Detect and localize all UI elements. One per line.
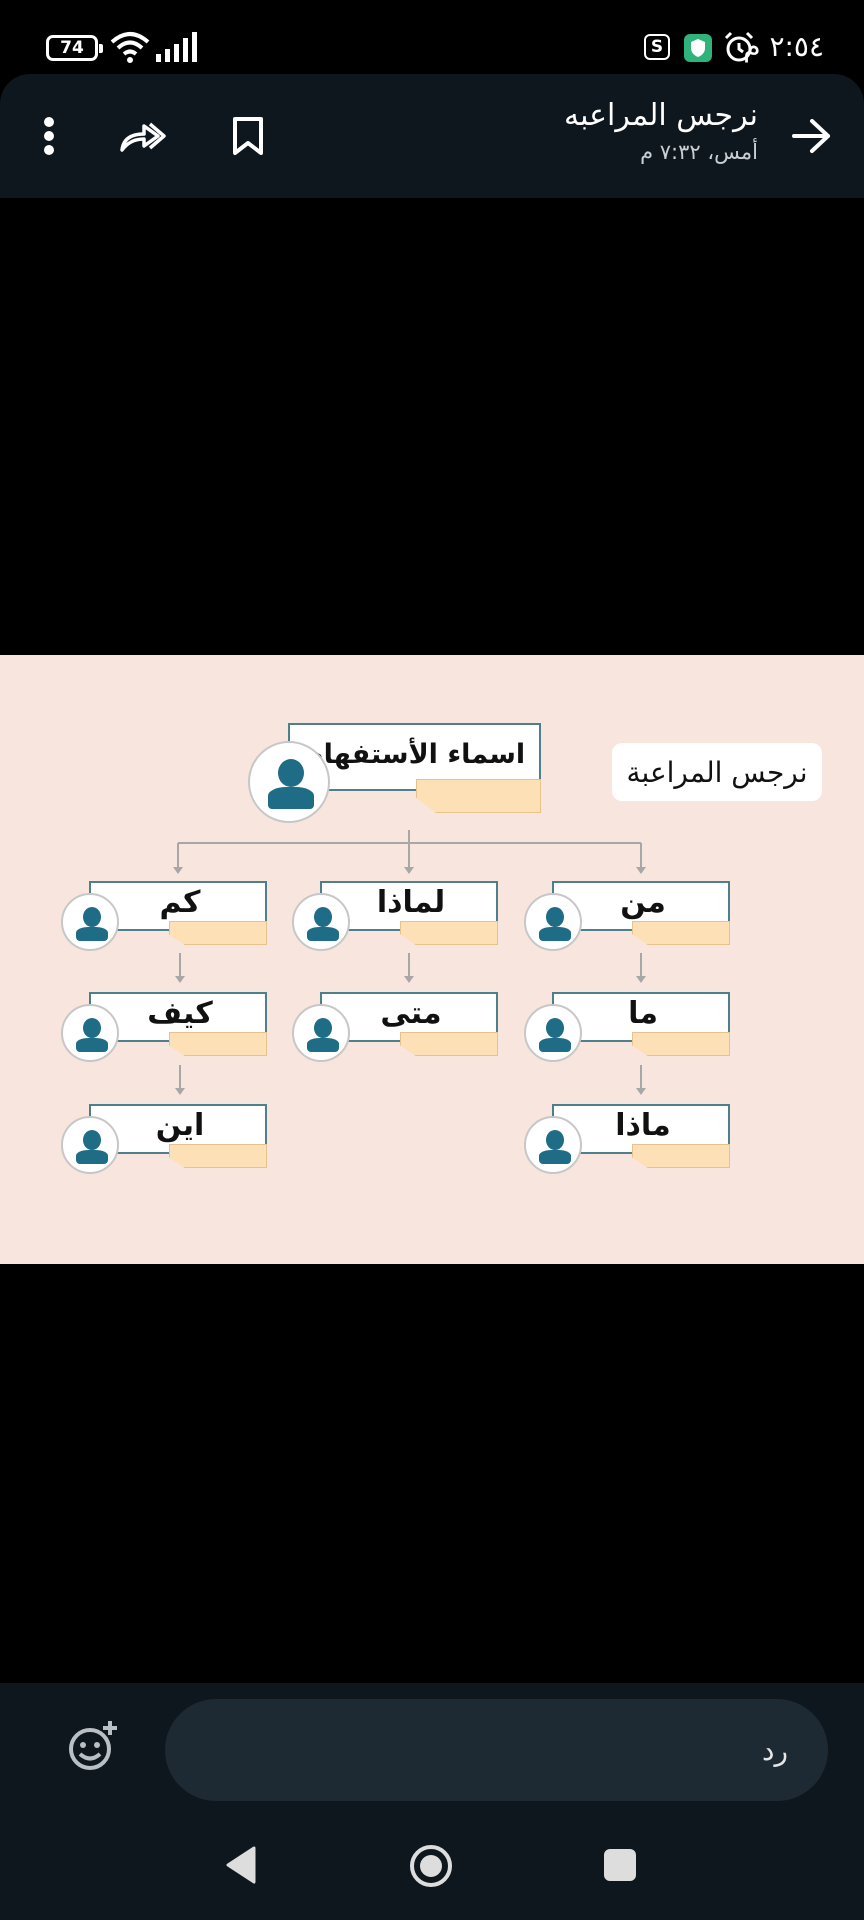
app-header: نرجس المراعبه أمس، ٧:٣٢ م bbox=[0, 74, 864, 198]
signal-icon bbox=[156, 32, 197, 62]
back-arrow-icon[interactable] bbox=[780, 104, 844, 168]
node-label: لماذا bbox=[376, 885, 446, 920]
node-label: كم bbox=[159, 885, 201, 920]
diagram-node: كيف bbox=[61, 992, 271, 1062]
diagram-connectors bbox=[173, 830, 646, 1095]
person-avatar-icon bbox=[248, 741, 330, 823]
node-label: من bbox=[620, 885, 666, 920]
s-app-icon: S bbox=[644, 34, 670, 60]
system-nav-bar bbox=[0, 1803, 864, 1920]
node-label: اين bbox=[155, 1108, 205, 1143]
diagram-node: لماذا bbox=[292, 881, 502, 951]
chat-title[interactable]: نرجس المراعبه bbox=[564, 98, 758, 133]
person-avatar-icon bbox=[292, 893, 350, 951]
reply-input[interactable] bbox=[165, 1699, 828, 1801]
node-label: ما bbox=[628, 996, 658, 1031]
diagram-root-node: اسماء الأستفهام bbox=[248, 723, 543, 835]
reply-bar bbox=[0, 1683, 864, 1803]
diagram-node: من bbox=[524, 881, 734, 951]
root-label: اسماء الأستفهام bbox=[303, 739, 526, 770]
battery-icon: 74 bbox=[46, 35, 103, 61]
diagram-node: ما bbox=[524, 992, 734, 1062]
person-avatar-icon bbox=[61, 893, 119, 951]
chat-timestamp: أمس، ٧:٣٢ م bbox=[640, 140, 758, 164]
emoji-add-icon[interactable] bbox=[66, 1719, 122, 1775]
person-avatar-icon bbox=[524, 893, 582, 951]
status-time: ٢:٥٤ م bbox=[743, 30, 824, 63]
person-avatar-icon bbox=[61, 1116, 119, 1174]
person-avatar-icon bbox=[524, 1004, 582, 1062]
alarm-icon bbox=[724, 31, 754, 62]
shield-icon bbox=[684, 34, 712, 62]
person-avatar-icon bbox=[524, 1116, 582, 1174]
wifi-icon bbox=[110, 32, 150, 63]
forward-icon[interactable] bbox=[110, 104, 174, 168]
person-avatar-icon bbox=[61, 1004, 119, 1062]
diagram-node: متى bbox=[292, 992, 502, 1062]
more-icon[interactable] bbox=[26, 104, 72, 168]
bookmark-icon[interactable] bbox=[218, 104, 278, 168]
nav-home-icon[interactable] bbox=[408, 1843, 454, 1889]
person-avatar-icon bbox=[292, 1004, 350, 1062]
author-chip: نرجس المراعبة bbox=[612, 743, 822, 801]
nav-recents-icon[interactable] bbox=[604, 1849, 636, 1881]
node-label: ماذا bbox=[615, 1108, 671, 1143]
node-label: كيف bbox=[147, 996, 213, 1031]
diagram-node: ماذا bbox=[524, 1104, 734, 1174]
shared-image[interactable]: نرجس المراعبة اسماء الأستفهام من ما ماذا… bbox=[0, 655, 864, 1264]
diagram-node: كم bbox=[61, 881, 271, 951]
battery-level: 74 bbox=[60, 38, 84, 58]
diagram-node: اين bbox=[61, 1104, 271, 1174]
node-label: متى bbox=[380, 996, 442, 1031]
nav-back-icon[interactable] bbox=[224, 1845, 258, 1885]
